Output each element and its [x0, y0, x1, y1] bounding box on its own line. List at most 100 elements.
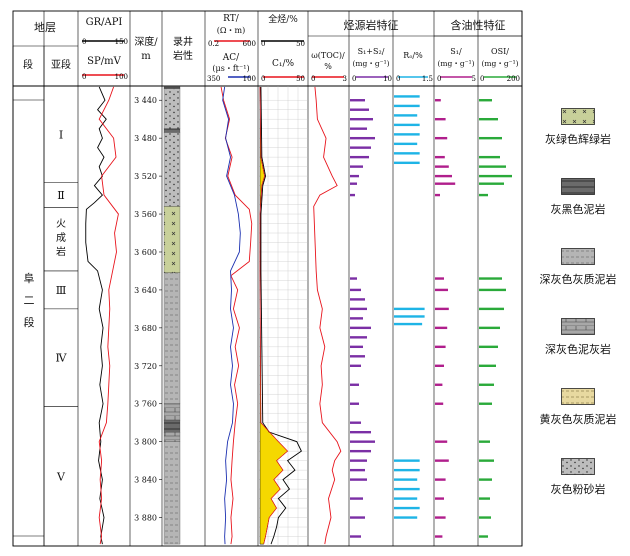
ro-bar	[394, 95, 420, 98]
s1-bar	[435, 516, 446, 519]
depth-tick-label: 3 560	[134, 210, 157, 219]
header-source-rock: 烃源岩特征	[344, 18, 399, 32]
s1-bar	[435, 165, 449, 168]
ro-bar	[394, 487, 420, 491]
s1s2-bar	[350, 277, 357, 280]
header-submember: 亚段	[51, 58, 71, 71]
s1s2-min: 0	[352, 75, 356, 83]
ro-bar	[394, 161, 420, 165]
osi-bar	[479, 459, 494, 462]
s1s2-bar	[350, 497, 363, 500]
header-toc-unit: %	[324, 62, 332, 71]
ro-bar	[394, 497, 418, 500]
lithology-interval	[163, 441, 181, 545]
header-lith2: 岩性	[173, 49, 193, 62]
osi-bar	[479, 326, 500, 330]
s1s2-bar	[350, 127, 367, 130]
submember-label-char: 岩	[56, 245, 66, 258]
osi-bar	[479, 288, 506, 292]
s1s2-bar	[350, 535, 361, 538]
s1s2-bar	[350, 402, 359, 405]
lithology-interval	[163, 132, 181, 207]
osi-bar	[479, 364, 496, 367]
header-osi-unit: (mg・g⁻¹)	[481, 59, 518, 68]
rt-curve	[220, 86, 253, 545]
depth-tick-label: 3 840	[134, 476, 157, 485]
legend-swatch-arg-lime	[561, 318, 595, 335]
lithology-interval	[163, 206, 181, 273]
s1-bar	[435, 136, 448, 140]
s1s2-max: 10	[383, 75, 392, 83]
c1-max: 50	[296, 75, 305, 83]
s1-bar	[435, 155, 445, 159]
legend-item: 灰绿色辉绿岩	[528, 108, 628, 178]
gr-curve	[85, 86, 107, 545]
osi-bar	[479, 497, 490, 500]
submember-label: Ⅳ	[56, 352, 68, 365]
header-sp: SP/mV	[87, 56, 121, 67]
header-rt: RT/	[223, 14, 240, 24]
submember-label-char: 火	[56, 218, 66, 230]
legend-label: 灰色粉砂岩	[550, 483, 606, 496]
member-name-char: 段	[24, 315, 35, 329]
ro-bar	[394, 468, 420, 472]
s1s2-bar	[350, 421, 361, 424]
tg-max: 50	[296, 40, 305, 48]
ro-bar	[394, 114, 418, 117]
osi-bar	[479, 99, 492, 102]
header-s1: S₁/	[450, 47, 462, 56]
s1-bar	[435, 193, 440, 197]
osi-bar	[479, 516, 491, 519]
toc-min: 0	[311, 75, 315, 83]
legend-item: 深灰色灰质泥岩	[528, 248, 628, 318]
toc-curve	[313, 86, 342, 545]
s1s2-bar	[350, 459, 367, 462]
s1s2-bar	[350, 182, 357, 185]
header-c1: C₁/%	[272, 59, 295, 69]
s1-bar	[435, 402, 444, 405]
header-formation: 地层	[34, 21, 56, 34]
osi-bar	[479, 277, 502, 280]
submember-label-char: 成	[56, 232, 66, 244]
s1s2-bar	[350, 117, 373, 121]
header-depth: 深度/	[134, 35, 158, 48]
osi-bar	[479, 193, 488, 197]
submember-label: Ⅱ	[57, 189, 64, 202]
osi-bar	[479, 440, 490, 443]
legend-label: 灰绿色辉绿岩	[545, 133, 611, 146]
gr-max: 150	[115, 38, 128, 46]
s1s2-bar	[350, 468, 365, 472]
header-toc: ω(TOC)/	[311, 51, 345, 60]
ro-bar	[394, 104, 420, 108]
total-gas-curve	[260, 86, 302, 545]
osi-bar	[479, 136, 502, 140]
legend-swatch-diabase	[561, 108, 595, 125]
ro-bar	[394, 133, 420, 136]
legend-swatch-calc-mud	[561, 248, 595, 265]
s1s2-bar	[350, 326, 371, 330]
osi-bar	[479, 165, 506, 168]
s1-max: 5	[472, 75, 476, 83]
s1-bar	[435, 459, 449, 462]
osi-max: 200	[507, 75, 520, 83]
depth-tick-label: 3 720	[134, 362, 157, 371]
ac-curve	[222, 86, 241, 545]
depth-tick-label: 3 520	[134, 172, 157, 181]
s1-bar	[435, 99, 441, 102]
s1s2-bar	[350, 99, 365, 102]
header-depth-unit: m	[141, 51, 151, 62]
osi-bar	[479, 383, 494, 386]
s1s2-bar	[350, 336, 367, 339]
s1-bar	[435, 535, 443, 538]
osi-bar	[479, 155, 500, 159]
depth-tick-label: 3 440	[134, 96, 157, 105]
ro-bar	[394, 142, 418, 146]
osi-bar	[479, 478, 492, 481]
osi-bar	[479, 345, 498, 349]
lithology-interval	[163, 403, 181, 421]
osi-bar	[479, 307, 504, 311]
legend-item: 灰黑色泥岩	[528, 178, 628, 248]
gr-min: 0	[82, 38, 86, 46]
depth-tick-label: 3 680	[134, 324, 157, 333]
s1s2-bar	[350, 383, 359, 386]
